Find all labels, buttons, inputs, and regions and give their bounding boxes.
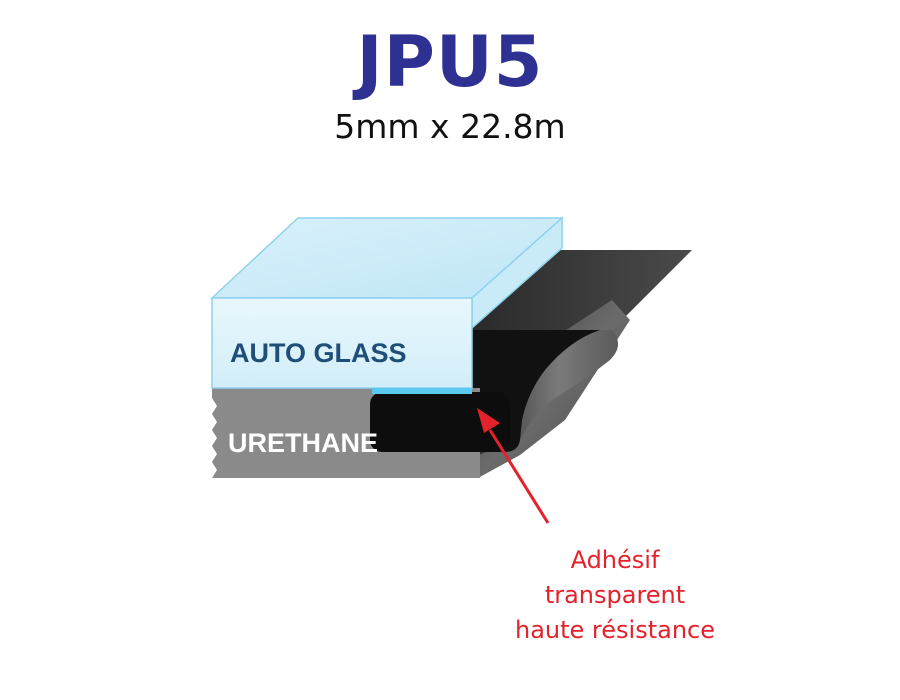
annotation-line-3: haute résistance: [514, 616, 715, 644]
adhesive-annotation: Adhésif transparent haute résistance: [455, 543, 775, 648]
arrow-head: [477, 408, 500, 433]
glass-front-face: [211, 297, 473, 389]
urethane-label: URETHANE: [228, 428, 378, 458]
annotation-line-1: Adhésif: [570, 546, 660, 574]
annotation-arrow: [477, 408, 550, 524]
auto-glass: [210, 216, 564, 389]
glass-label: AUTO GLASS: [230, 338, 407, 368]
product-title: JPU5: [356, 21, 544, 103]
adhesive-tape-section: [370, 392, 510, 452]
product-dimensions: 5mm x 22.8m: [334, 107, 566, 146]
clear-adhesive-strip: [372, 388, 472, 394]
urethane-body: [212, 250, 692, 478]
annotation-line-2: transparent: [544, 581, 686, 609]
